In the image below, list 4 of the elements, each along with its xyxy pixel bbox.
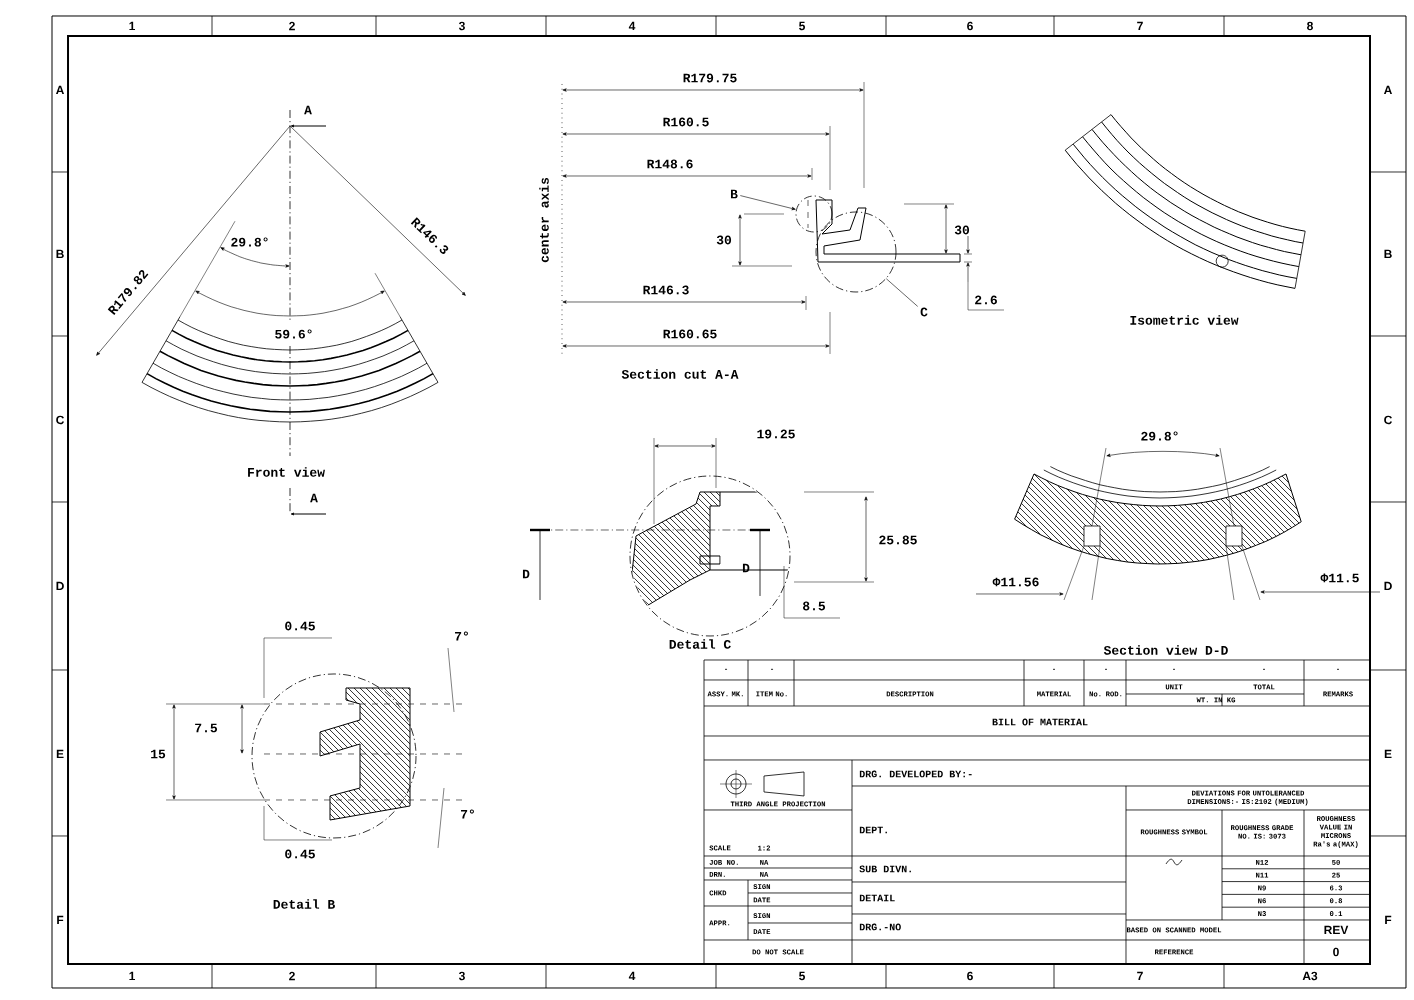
detail-circle <box>795 195 833 233</box>
detail-circle <box>815 211 897 293</box>
leader-line <box>886 278 918 307</box>
leader-line <box>740 195 796 211</box>
